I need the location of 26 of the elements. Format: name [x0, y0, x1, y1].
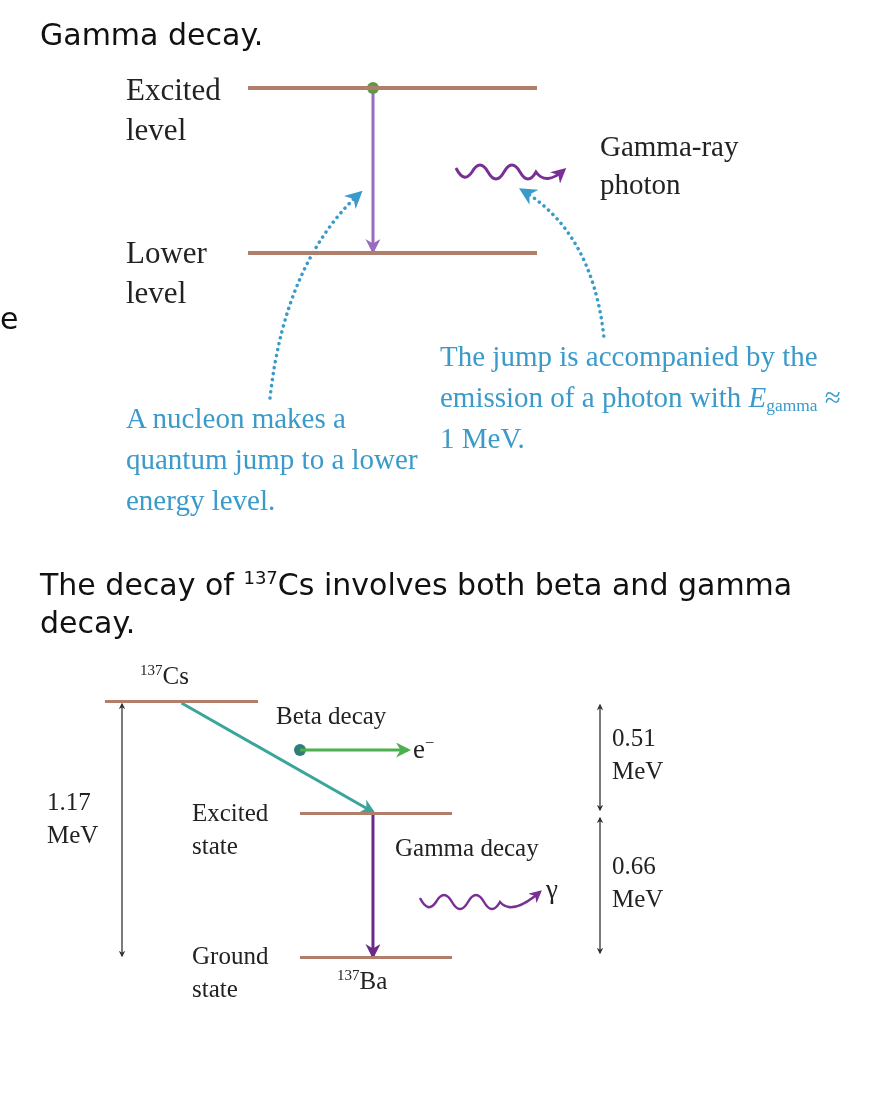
level-label: Gamma-ray photon — [600, 129, 740, 202]
energy-level-line — [105, 700, 258, 703]
level-label: Excited state — [192, 798, 270, 861]
level-label: $^{137}$Cs — [140, 661, 190, 691]
energy-level-line — [300, 812, 452, 815]
process-label: Gamma decay — [395, 833, 540, 863]
particle-symbol: γ — [546, 873, 559, 906]
energy-value: 1.17 MeV — [47, 787, 100, 850]
panel-caption: The decay of $^{137}$Cs involves both beta and gamma decay. — [40, 566, 794, 641]
level-label: Ground state — [192, 941, 270, 1004]
leader-line — [268, 190, 363, 400]
energy-value: 0.66 MeV — [612, 851, 665, 914]
transition-arrow — [365, 815, 381, 959]
process-label: Beta decay — [276, 701, 388, 731]
energy-value: 0.51 MeV — [612, 723, 665, 786]
transition-arrow — [180, 701, 376, 814]
energy-level-line — [300, 956, 452, 959]
level-label: Lower level — [126, 234, 208, 313]
level-label: $^{137}$Ba — [337, 966, 389, 996]
panel-caption: Gamma decay. — [40, 16, 265, 54]
text-fragment: e — [0, 300, 20, 338]
callout-text: The jump is accompanied by the emission of a photon with E$_{gamma}$ ≈ 1 MeV. — [440, 336, 860, 460]
leader-line — [519, 188, 606, 338]
particle-symbol: e$^{−}$ — [413, 733, 436, 766]
callout-text: A nucleon makes a quantum jump to a lower energy level. — [126, 398, 426, 522]
level-label: Excited level — [126, 71, 222, 150]
